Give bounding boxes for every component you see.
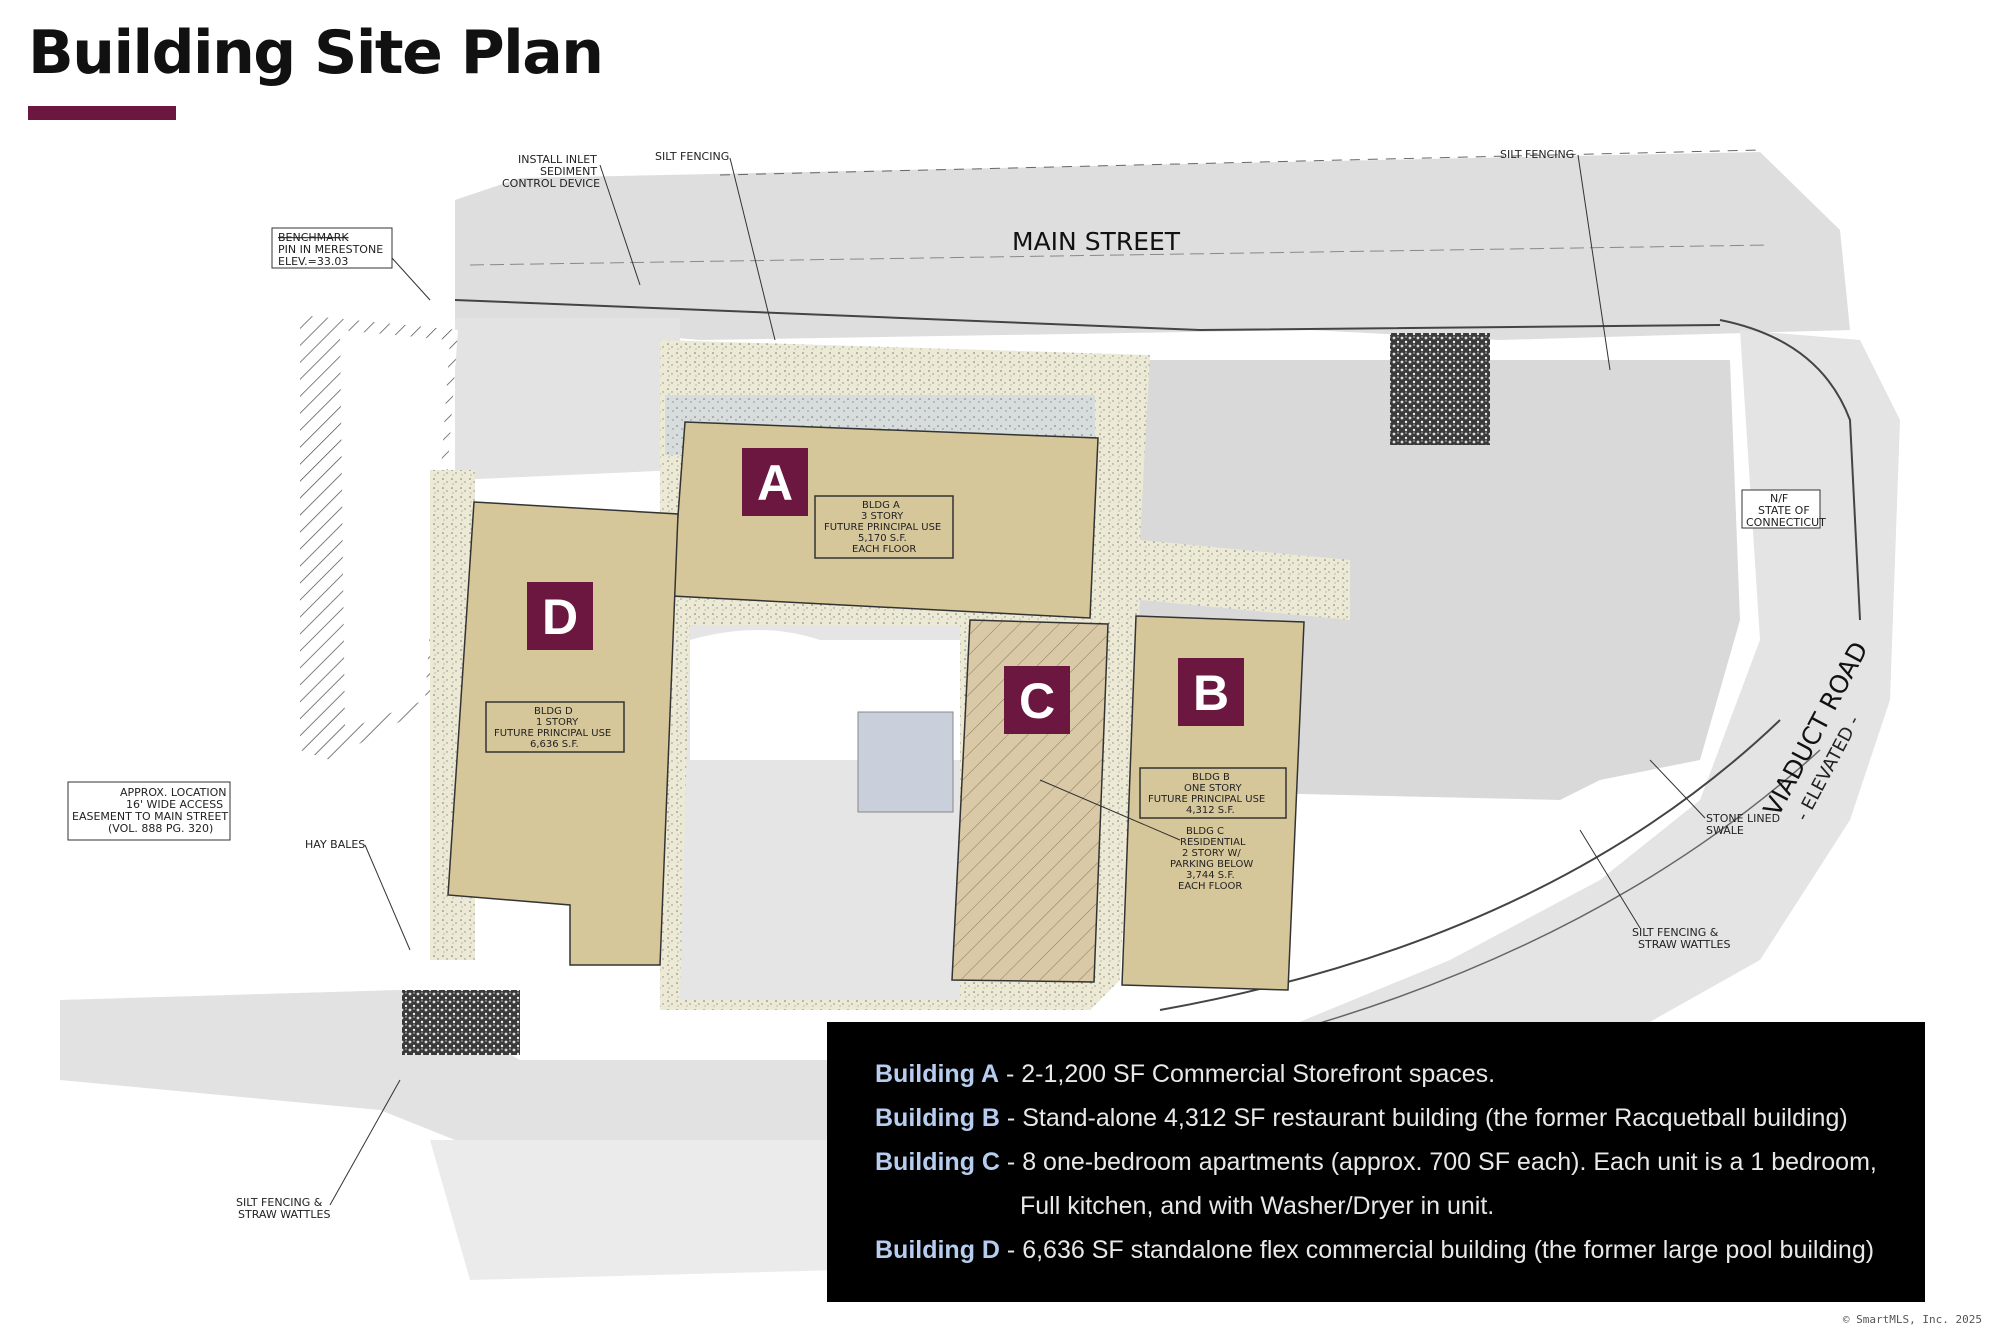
building-b-badge	[1178, 658, 1244, 726]
building-a-label-3: FUTURE PRINCIPAL USE	[824, 522, 941, 533]
accessible-stalls	[857, 711, 954, 813]
building-c-leader	[1039, 779, 1181, 841]
page-title: Building Site Plan	[28, 18, 604, 88]
silt-straw-note-sw-2: STRAW WATTLES	[238, 1208, 330, 1221]
legend-name: Building C	[875, 1148, 1000, 1176]
easement-note-4: (VOL. 888 PG. 320)	[108, 822, 213, 835]
building-c-label-3: 2 STORY W/	[1182, 848, 1241, 859]
benchmark-note-1: BENCHMARK	[278, 231, 349, 244]
building-a-label-2: 3 STORY	[861, 511, 904, 522]
stone-swale-leader	[1649, 759, 1706, 819]
main-street-label: MAIN STREET	[1012, 227, 1181, 256]
utility-line-s	[469, 244, 1771, 266]
legend-name: Building D	[875, 1236, 1000, 1264]
building-c-badge	[1004, 666, 1070, 734]
legend-desc: - 6,636 SF standalone flex commercial bu…	[999, 1236, 1875, 1264]
viaduct-embankment	[1280, 330, 1900, 1050]
gravel-pad-sw	[402, 990, 520, 1055]
silt-fencing-note-1: SILT FENCING	[655, 150, 729, 163]
building-b-footprint	[1121, 615, 1305, 991]
copyright-notice: © SmartMLS, Inc. 2025	[1842, 1313, 1982, 1326]
easement-box	[67, 781, 231, 841]
building-d-footprint	[447, 501, 679, 966]
hay-bales-note: HAY BALES	[305, 838, 365, 851]
building-c-label-4: PARKING BELOW	[1170, 859, 1253, 870]
state-ct-note-1: N/F	[1770, 492, 1788, 505]
legend-name: Building A	[875, 1060, 1000, 1088]
legend-name: Building B	[875, 1104, 1000, 1132]
building-b-label-2: ONE STORY	[1184, 783, 1242, 794]
stone-swale-note-2: SWALE	[1706, 824, 1744, 837]
inlet-note-2: SEDIMENT	[540, 165, 597, 178]
state-ct-note-3: CONNECTICUT	[1746, 516, 1826, 529]
building-c-label-5: 3,744 S.F.	[1186, 870, 1235, 881]
silt-fence-leader-1	[729, 157, 776, 341]
building-b-label-box	[1139, 767, 1287, 819]
benchmark-leader	[391, 257, 431, 301]
easement-note-1: APPROX. LOCATION	[120, 786, 227, 799]
silt-fence-leader-2	[1577, 154, 1611, 371]
main-street-road	[455, 152, 1850, 340]
legend-row-building-d: Building D - 6,636 SF standalone flex co…	[875, 1228, 1925, 1272]
title-underline	[28, 106, 176, 120]
inlet-note-1: INSTALL INLET	[518, 153, 597, 166]
legend-desc: Full kitchen, and with Washer/Dryer in u…	[1020, 1192, 1495, 1220]
building-b-letter: B	[1193, 665, 1229, 721]
state-ct-box	[1741, 489, 1821, 529]
benchmark-note-3: ELEV.=33.03	[278, 255, 348, 268]
legend-row-building-c-cont: Full kitchen, and with Washer/Dryer in u…	[875, 1184, 1925, 1228]
gravel-pad-ne	[1390, 333, 1490, 445]
benchmark-note-2: PIN IN MERESTONE	[278, 243, 383, 256]
benchmark-box	[271, 227, 393, 269]
building-a-badge	[742, 448, 808, 516]
legend-row-building-a: Building A - 2-1,200 SF Commercial Store…	[875, 1052, 1925, 1096]
legend-row-building-c: Building C - 8 one-bedroom apartments (a…	[875, 1140, 1925, 1184]
building-c-label-2: RESIDENTIAL	[1180, 837, 1246, 848]
building-a-label-5: EACH FLOOR	[852, 544, 916, 555]
legend-row-building-b: Building B - Stand-alone 4,312 SF restau…	[875, 1096, 1925, 1140]
easement-note-3: EASEMENT TO MAIN STREET	[72, 810, 228, 823]
silt-straw-note-se-1: SILT FENCING &	[1632, 926, 1719, 939]
building-c-letter: C	[1019, 673, 1055, 729]
west-hatch-inner	[340, 330, 450, 730]
west-parking	[455, 318, 680, 480]
building-legend: Building A - 2-1,200 SF Commercial Store…	[827, 1022, 1925, 1302]
curb-line	[454, 299, 1721, 332]
legend-desc: - Stand-alone 4,312 SF restaurant buildi…	[999, 1104, 1848, 1132]
curb-east	[1719, 319, 1861, 621]
silt-straw-note-se-2: STRAW WATTLES	[1638, 938, 1730, 951]
building-a-label-box	[814, 495, 954, 559]
utility-line-w	[719, 149, 1761, 176]
building-d-label-3: FUTURE PRINCIPAL USE	[494, 728, 611, 739]
inlet-note-3: CONTROL DEVICE	[502, 177, 600, 190]
building-d-badge	[527, 582, 593, 650]
easement-note-2: 16' WIDE ACCESS	[126, 798, 223, 811]
embankment-line-2	[1259, 749, 1821, 1041]
stone-swale-note-1: STONE LINED	[1706, 812, 1780, 825]
building-b-label-1: BLDG B	[1192, 772, 1230, 783]
hay-bales-leader	[364, 844, 411, 951]
inlet-leader	[599, 164, 641, 286]
state-ct-note-2: STATE OF	[1758, 504, 1810, 517]
building-b-label-4: 4,312 S.F.	[1186, 805, 1235, 816]
building-d-letter: D	[542, 589, 578, 645]
building-d-label-2: 1 STORY	[536, 717, 579, 728]
building-a-letter: A	[757, 455, 793, 511]
building-d-label-box	[485, 701, 625, 753]
building-b-label-3: FUTURE PRINCIPAL USE	[1148, 794, 1265, 805]
building-a-label-1: BLDG A	[862, 500, 900, 511]
building-a-label-4: 5,170 S.F.	[858, 533, 907, 544]
building-c-label-1: BLDG C	[1186, 826, 1224, 837]
silt-straw-leader-sw	[329, 1079, 401, 1206]
silt-fencing-note-2: SILT FENCING	[1500, 148, 1574, 161]
building-d-label-1: BLDG D	[534, 706, 573, 717]
building-c-label-6: EACH FLOOR	[1178, 881, 1242, 892]
building-d-label-4: 6,636 S.F.	[530, 739, 579, 750]
silt-straw-note-sw-1: SILT FENCING &	[236, 1196, 323, 1209]
legend-desc: - 8 one-bedroom apartments (approx. 700 …	[999, 1148, 1877, 1176]
silt-straw-leader-se	[1579, 829, 1641, 929]
legend-desc: - 2-1,200 SF Commercial Storefront space…	[999, 1060, 1496, 1088]
